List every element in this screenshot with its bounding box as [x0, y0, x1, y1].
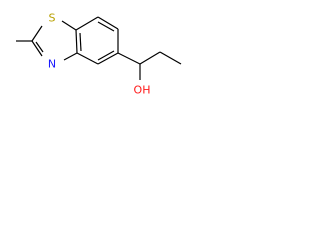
- bond-c4-c3a: [76, 52, 99, 65]
- bond-ch-ch2: [139, 51, 161, 65]
- sulfur-label: S: [49, 12, 56, 25]
- bond-c2-n-inner: [35, 41, 44, 53]
- nitrogen-label: N: [48, 58, 56, 71]
- bond-ch2-ch3: [159, 51, 182, 65]
- bond-c5-ch: [117, 52, 141, 65]
- bond-c7-c6-inner: [97, 21, 115, 32]
- bond-c2-s: [31, 25, 43, 42]
- bond-s-c7a: [61, 20, 77, 31]
- bond-c5-c4: [97, 52, 119, 65]
- structure-diagram: S N OH: [16, 12, 182, 97]
- bond-c7a-c3a-inner: [79, 32, 82, 52]
- bond-c7-c6: [97, 16, 119, 30]
- bond-c2-n: [31, 40, 43, 57]
- hydroxyl-label: OH: [134, 84, 151, 97]
- bond-c7a-c7: [75, 16, 99, 31]
- bond-c5-c4-inner: [97, 50, 115, 61]
- bond-n-c3a: [63, 52, 78, 61]
- bond-c7a-c3a: [75, 29, 78, 54]
